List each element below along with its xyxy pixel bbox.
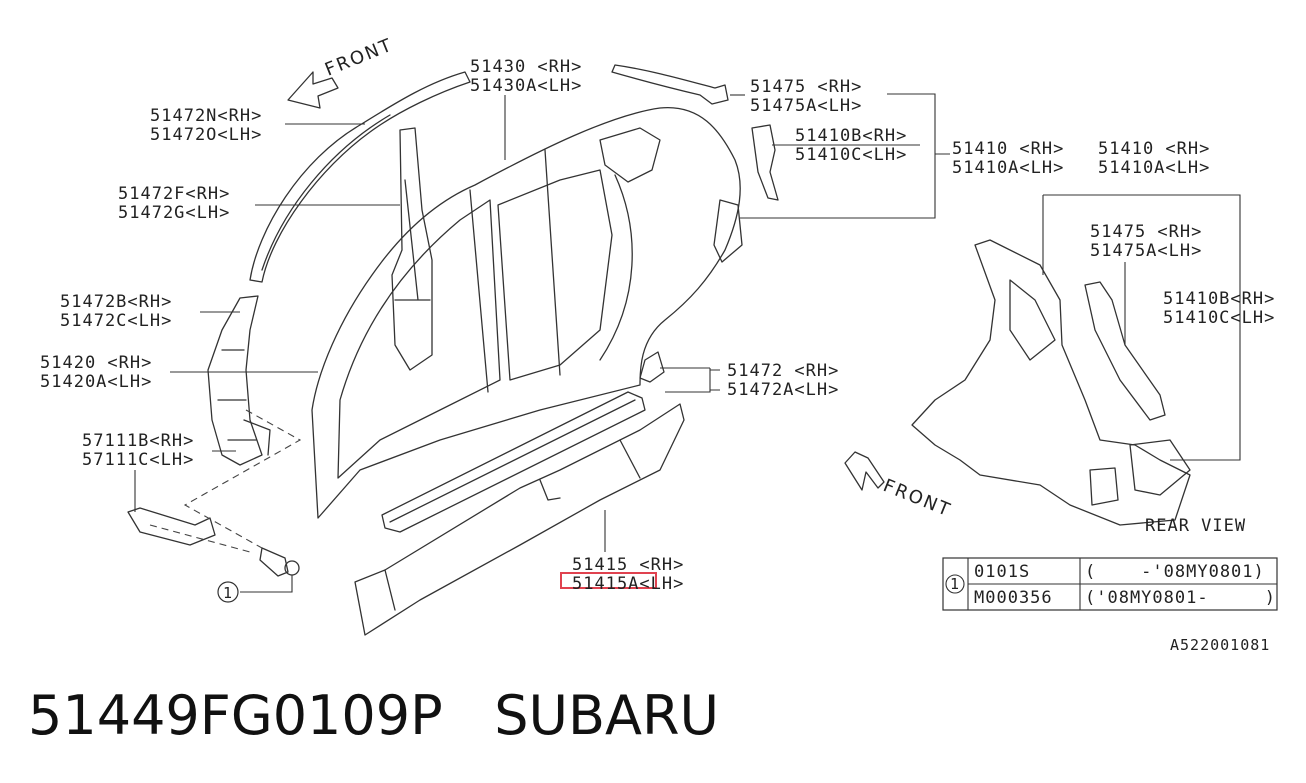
fastener-table-ref: 1	[950, 575, 960, 593]
bolt	[259, 547, 300, 577]
callout-51410-rear-rh: 51410 <RH>	[1098, 139, 1210, 159]
diagram-code: A522001081	[1170, 636, 1271, 654]
assembly-line-2	[149, 524, 251, 553]
callout-51420-lh: 51420A<LH>	[40, 372, 152, 392]
callout-57111b-lh: 57111C<LH>	[82, 450, 194, 470]
callout-51410b-lh: 51410C<LH>	[795, 145, 907, 165]
callout-51472b-rh: 51472B<RH>	[60, 292, 172, 312]
callout-51472-rh: 51472 <RH>	[727, 361, 839, 381]
front-arrow-rear-view: FRONT	[844, 451, 954, 521]
side-outer-panel	[311, 106, 743, 519]
fastener-row-2-part: M000356	[974, 588, 1053, 608]
callout-51415-rh: 51415 <RH>	[572, 555, 684, 575]
callout-51410-rear-lh: 51410A<LH>	[1098, 158, 1210, 178]
callout-51410b-rear-rh: 51410B<RH>	[1163, 289, 1275, 309]
callout-51410-rh: 51410 <RH>	[952, 139, 1064, 159]
rocker-reinforcement	[381, 351, 665, 533]
callout-51410b-rear-lh: 51410C<LH>	[1163, 308, 1275, 328]
highlight-box-51415a[interactable]	[560, 572, 657, 589]
front-pillar-reinforcement	[207, 295, 271, 466]
callout-51472-lh: 51472A<LH>	[727, 380, 839, 400]
callout-51472f-rh: 51472F<RH>	[118, 184, 230, 204]
b-pillar-inner	[391, 127, 433, 371]
callout-51410b-rh: 51410B<RH>	[795, 126, 907, 146]
callout-51472n-rh: 51472N<RH>	[150, 106, 262, 126]
footer-title: 51449FG0109P SUBARU	[28, 684, 719, 747]
callout-51430-rh: 51430 <RH>	[470, 57, 582, 77]
callout-51415-lh[interactable]: 51415A<LH>	[572, 574, 684, 594]
callout-51475-rear-lh: 51475A<LH>	[1090, 241, 1202, 261]
fastener-table: 1 0101S ( -'08MY0801) M000356 ('08MY0801…	[942, 557, 1278, 611]
bracket-57111	[127, 507, 216, 546]
leader-lines	[134, 93, 1241, 593]
side-sill-outer	[354, 403, 685, 636]
callout-51472n-lh: 51472O<LH>	[150, 125, 262, 145]
callout-51475-rear-rh: 51475 <RH>	[1090, 222, 1202, 242]
fastener-row-2-range: ('08MY0801- )	[1085, 588, 1276, 608]
callout-51420-rh: 51420 <RH>	[40, 353, 152, 373]
ref-marker-1: 1	[217, 581, 239, 603]
rear-view-label: REAR VIEW	[1145, 516, 1246, 536]
callout-51475-lh: 51475A<LH>	[750, 96, 862, 116]
quarter-inner-bracket	[751, 124, 779, 201]
front-label-rear: FRONT	[880, 475, 954, 521]
front-arrow-main: FRONT	[287, 34, 396, 109]
brand-name: SUBARU	[494, 684, 720, 747]
rear-view-quarter-panel	[911, 239, 1191, 526]
fastener-row-1-part: 0101S	[974, 562, 1030, 582]
roof-rail-trim	[249, 71, 471, 283]
callout-51472b-lh: 51472C<LH>	[60, 311, 172, 331]
ref-marker-1-number: 1	[223, 584, 233, 602]
callout-51472f-lh: 51472G<LH>	[118, 203, 230, 223]
fastener-row-1-range: ( -'08MY0801)	[1085, 562, 1265, 582]
front-label-main: FRONT	[322, 34, 396, 80]
callout-57111b-rh: 57111B<RH>	[82, 431, 194, 451]
callout-51410-lh: 51410A<LH>	[952, 158, 1064, 178]
assembly-line-1	[183, 409, 302, 549]
part-number: 51449FG0109P	[28, 684, 443, 747]
quarter-trim-strip	[611, 64, 729, 105]
callout-51475-rh: 51475 <RH>	[750, 77, 862, 97]
callout-51430-lh: 51430A<LH>	[470, 76, 582, 96]
